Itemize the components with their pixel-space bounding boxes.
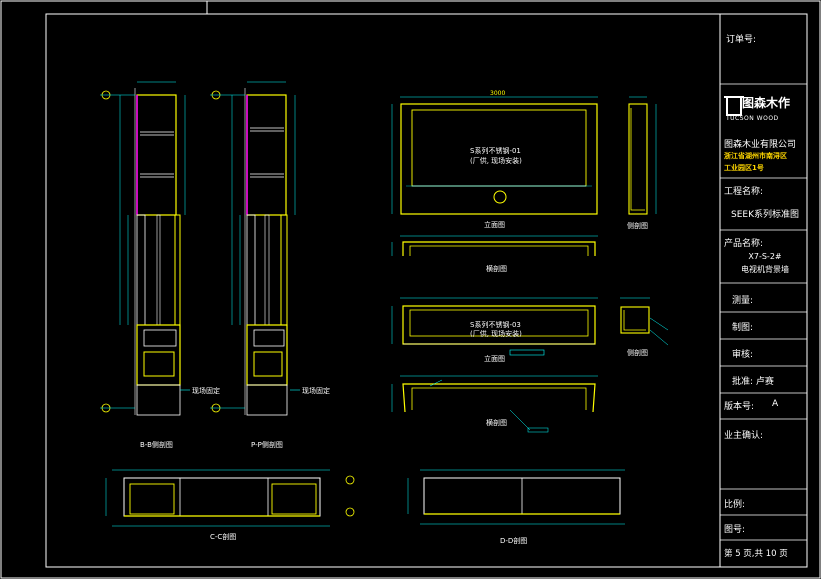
company-name-en: TUCSON WOOD (726, 115, 779, 122)
product-name: 电视机背景墙 (741, 265, 789, 274)
drawing-no-label: 图号: (724, 525, 746, 535)
pp-section-view (210, 81, 296, 416)
sink1-front-view (391, 96, 598, 215)
address-line-2: 工业园区1号 (724, 164, 764, 172)
scale-label: 比例: (724, 500, 746, 510)
sink2-title: S系列不锈钢-03 (470, 321, 521, 329)
version-label: 版本号: (724, 402, 755, 412)
measure-label: 测量: (732, 296, 754, 306)
sink1-plan-view (391, 235, 598, 256)
bb-section-view (100, 81, 186, 416)
sink1-title: S系列不锈钢-01 (470, 147, 521, 155)
company-logo: 图森木作 TUCSON WOOD (722, 94, 806, 128)
title-block-grid (720, 83, 807, 541)
inner-frame (45, 13, 808, 568)
sink2-side-view (620, 297, 669, 346)
product-code: X7-S-2# (748, 252, 782, 261)
product-label: 产品名称: (724, 239, 764, 249)
project-label: 工程名称: (724, 187, 764, 197)
side1-label: 侧剖图 (627, 222, 648, 230)
sink2-plan-view (391, 375, 598, 433)
project-value: SEEK系列标准图 (731, 210, 799, 220)
side2-label: 侧剖图 (627, 349, 648, 357)
sink1-side-view (628, 96, 657, 215)
cc-section-view (105, 469, 355, 527)
pp-section-label: P-P侧剖图 (251, 441, 283, 449)
logo-icon (724, 96, 744, 116)
front1-label: 立面图 (484, 221, 505, 229)
page-indicator: 第 5 页,共 10 页 (724, 549, 788, 559)
sink2-front-view (391, 297, 598, 356)
version-value: A (772, 399, 779, 409)
draw-label: 制图: (732, 323, 754, 333)
front2-label: 立面图 (484, 355, 505, 363)
company-name-cn: 图森木作 (742, 96, 791, 110)
order-no-label: 订单号: (726, 35, 757, 45)
bb-section-label: B-B侧剖图 (140, 441, 173, 449)
company-full-name: 图森木业有限公司 (724, 140, 797, 150)
dd-section-view (407, 469, 625, 525)
sink2-subtitle: (厂供, 现场安装) (470, 330, 522, 338)
dd-section-label: D-D剖图 (500, 537, 528, 545)
owner-confirm-label: 业主确认: (724, 431, 764, 441)
review-label: 审核: (732, 350, 754, 360)
approve-label: 批准: 卢赛 (732, 377, 774, 387)
fix-note-2: 现场固定 (302, 387, 330, 395)
dim-top: 3000 (490, 90, 506, 97)
plan1-label: 横剖图 (486, 265, 507, 273)
plan2-label: 横剖图 (486, 419, 507, 427)
cc-section-label: C-C剖图 (210, 533, 237, 541)
fix-note-1: 现场固定 (192, 387, 220, 395)
sink1-subtitle: (厂供, 现场安装) (470, 157, 522, 165)
address-line-1: 浙江省湖州市南浔区 (724, 152, 787, 160)
